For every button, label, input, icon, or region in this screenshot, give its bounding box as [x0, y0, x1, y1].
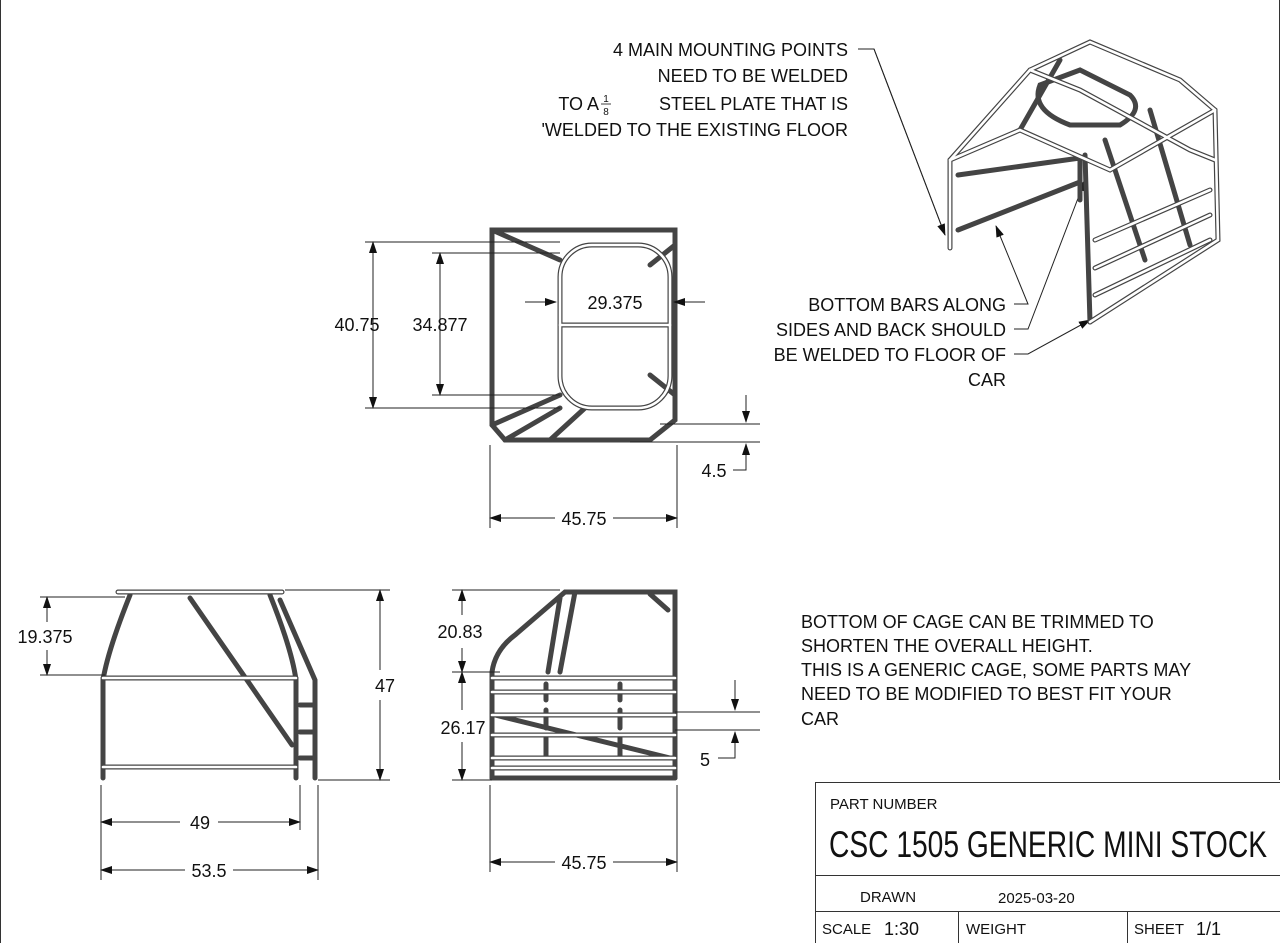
- top-view: 40.75 34.877 29.375 4.5 45.75: [334, 227, 760, 529]
- drawn-date: 2025-03-20: [998, 890, 1075, 907]
- dim-side-width: 45.75: [561, 853, 606, 873]
- sheet-value: 1/1: [1196, 919, 1221, 939]
- side-view: 20.83 26.17 5 45.75: [437, 589, 760, 873]
- dim-top-offset: 4.5: [701, 461, 726, 481]
- note-line: BE WELDED TO FLOOR OF: [774, 345, 1006, 365]
- dim-front-height: 47: [375, 676, 395, 696]
- note-line: STEEL PLATE THAT IS: [659, 94, 848, 114]
- note-line: BOTTOM OF CAGE CAN BE TRIMMED TO: [801, 612, 1154, 632]
- dim-top-width: 45.75: [561, 509, 606, 529]
- note-line: SHORTEN THE OVERALL HEIGHT.: [801, 636, 1093, 656]
- dim-side-lower-height: 26.17: [440, 718, 485, 738]
- note-line: CAR: [968, 370, 1006, 390]
- dim-top-outer-depth: 40.75: [334, 315, 379, 335]
- part-number-label: PART NUMBER: [830, 796, 938, 813]
- weight-label: WEIGHT: [966, 921, 1026, 938]
- title-block: PART NUMBER CSC 1505 GENERIC MINI STOCK …: [815, 782, 1280, 943]
- part-number: CSC 1505 GENERIC MINI STOCK: [829, 824, 1267, 865]
- note-line: THIS IS A GENERIC CAGE, SOME PARTS MAY: [801, 660, 1191, 680]
- dim-front-inner-width: 49: [190, 813, 210, 833]
- dim-top-inner-depth: 34.877: [412, 315, 467, 335]
- fraction-denominator: 8: [603, 107, 609, 118]
- scale-value: 1:30: [884, 919, 919, 939]
- note-line: NEED TO BE MODIFIED TO BEST FIT YOUR: [801, 684, 1172, 704]
- sheet-label: SHEET: [1134, 921, 1184, 938]
- dim-side-bar-spacing: 5: [700, 750, 710, 770]
- note-line: SIDES AND BACK SHOULD: [776, 320, 1006, 340]
- mounting-note: 4 MAIN MOUNTING POINTS NEED TO BE WELDED…: [542, 40, 946, 236]
- note-line: TO A: [558, 94, 599, 114]
- isometric-view: [947, 39, 1221, 325]
- scale-label: SCALE: [822, 921, 871, 938]
- dim-top-inner-width: 29.375: [587, 293, 642, 313]
- front-view: 19.375 47 49 53.5: [17, 589, 395, 881]
- drawn-label: DRAWN: [860, 889, 916, 906]
- dim-front-width: 53.5: [191, 861, 226, 881]
- trim-note: BOTTOM OF CAGE CAN BE TRIMMED TO SHORTEN…: [801, 612, 1191, 729]
- note-line: BOTTOM BARS ALONG: [808, 295, 1006, 315]
- bottom-bars-note: BOTTOM BARS ALONG SIDES AND BACK SHOULD …: [774, 179, 1091, 390]
- dim-side-upper-height: 20.83: [437, 622, 482, 642]
- fraction-numerator: 1: [603, 94, 609, 105]
- dim-front-upper-height: 19.375: [17, 627, 72, 647]
- note-line: CAR: [801, 709, 839, 729]
- note-line: 'WELDED TO THE EXISTING FLOOR: [542, 120, 849, 140]
- note-line: 4 MAIN MOUNTING POINTS: [613, 40, 848, 60]
- note-line: NEED TO BE WELDED: [658, 66, 848, 86]
